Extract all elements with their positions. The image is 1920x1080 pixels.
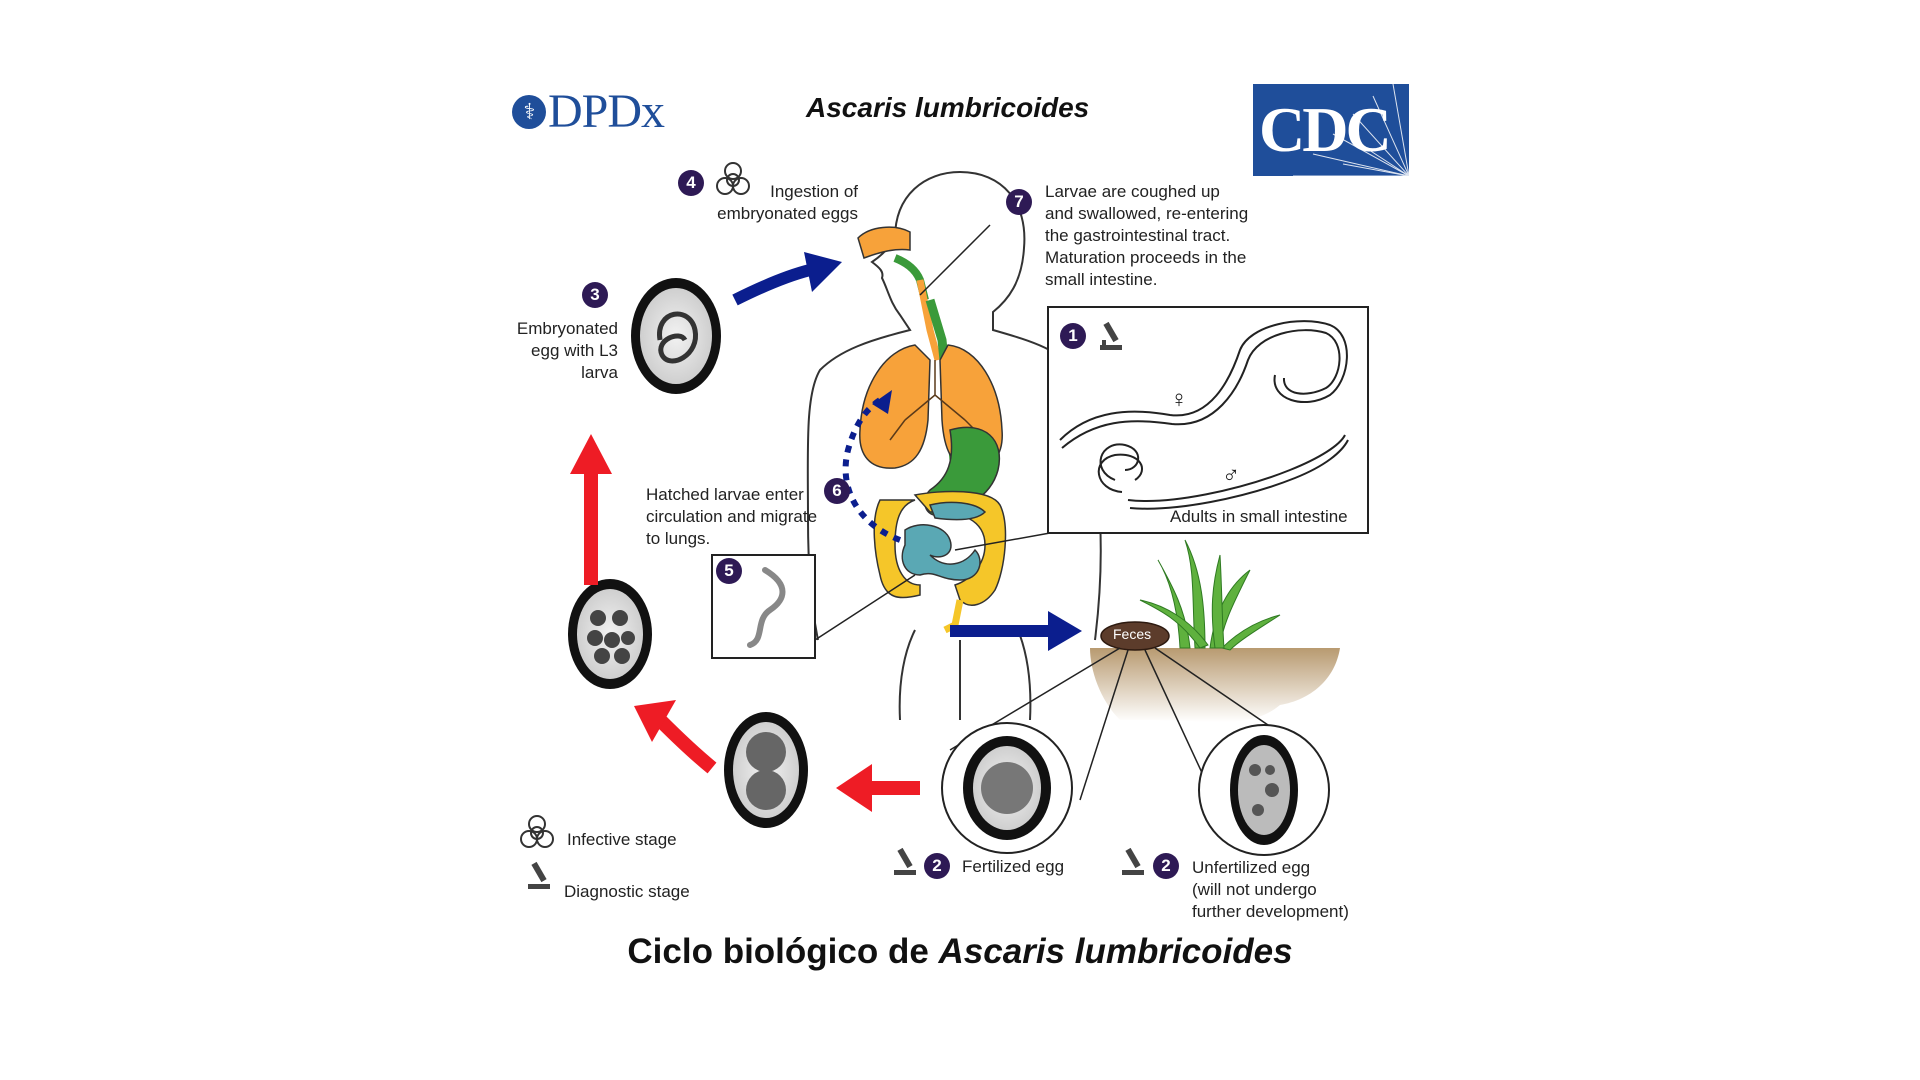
cdc-logo-rays	[1293, 84, 1409, 176]
embryonated-egg-l3	[631, 278, 721, 394]
step-5-badge: 5	[716, 558, 742, 584]
two-cell-egg	[724, 712, 808, 828]
cdc-logo: CDC	[1253, 84, 1409, 176]
step5-pointer	[814, 574, 916, 641]
male-symbol: ♂	[1222, 462, 1240, 489]
intestines	[873, 490, 1007, 634]
diagram-title: Ascaris lumbricoides	[806, 92, 1090, 123]
migration-arrow	[842, 397, 902, 543]
biohazard-icon-legend	[520, 815, 554, 848]
step-2-unfertilized-badge: 2	[1153, 853, 1179, 879]
excretion-arrowhead	[1048, 611, 1082, 651]
microscope-icon-fertilized	[894, 847, 916, 875]
microscope-icon-legend	[528, 861, 550, 889]
larva	[747, 567, 786, 648]
red-arrows	[570, 434, 920, 812]
soil-mound	[1090, 648, 1340, 722]
step-3-label: Embryonated egg with L3 larva	[516, 319, 618, 382]
ingestion-arrow	[732, 264, 812, 306]
cdc-logo-text: CDC	[1259, 94, 1392, 165]
unfertilized-egg-label: Unfertilized egg (will not undergo furth…	[1192, 858, 1349, 921]
caption-species: Ascaris lumbricoides	[938, 932, 1293, 971]
unfertilized-egg	[1198, 724, 1330, 856]
step-1-badge: 1	[1060, 323, 1086, 349]
morula-egg	[568, 579, 652, 689]
step1-pointer	[954, 532, 1051, 551]
ingestion-arrowhead	[804, 252, 842, 292]
dpdx-microscope-icon: ⚕	[512, 94, 546, 129]
step-1-label: Adults in small intestine	[1170, 507, 1348, 526]
migration-arrowhead	[872, 390, 892, 414]
step-4-label: Ingestion of embryonated eggs	[717, 182, 858, 223]
microscope-icon-unfertilized	[1122, 847, 1144, 875]
step-6-badge: 6	[824, 478, 850, 504]
step-2-fertilized-badge: 2	[924, 853, 950, 879]
adults-box	[1047, 306, 1369, 534]
fertilized-egg	[941, 722, 1073, 854]
feces-label: Feces	[1113, 626, 1152, 642]
legend-infective: Infective stage	[567, 830, 677, 849]
legend-diagnostic: Diagnostic stage	[564, 882, 690, 901]
grass	[1139, 539, 1281, 651]
adult-worms	[1059, 320, 1349, 510]
fertilized-egg-label: Fertilized egg	[962, 857, 1065, 876]
dpdx-logo: ⚕ DPDx	[512, 84, 665, 139]
step-7-badge: 7	[1006, 189, 1032, 215]
step-6-label: Hatched larvae enter circulation and mig…	[646, 485, 818, 548]
step-7-label: Larvae are coughed up and swallowed, re-…	[1045, 182, 1249, 289]
step-4-badge: 4	[678, 170, 704, 196]
female-symbol: ♀	[1170, 386, 1188, 413]
feces-blob	[1100, 621, 1170, 651]
biohazard-icon-step4	[716, 162, 750, 195]
microscope-icon-step1	[1100, 321, 1122, 350]
step-3-badge: 3	[582, 282, 608, 308]
figure-caption: Ciclo biológico de Ascaris lumbricoides	[0, 932, 1920, 972]
caption-prefix: Ciclo biológico de	[627, 932, 939, 971]
dpdx-logo-text: DPDx	[548, 85, 665, 138]
excretion-arrow	[950, 625, 1050, 637]
step7-pointer	[919, 224, 991, 296]
